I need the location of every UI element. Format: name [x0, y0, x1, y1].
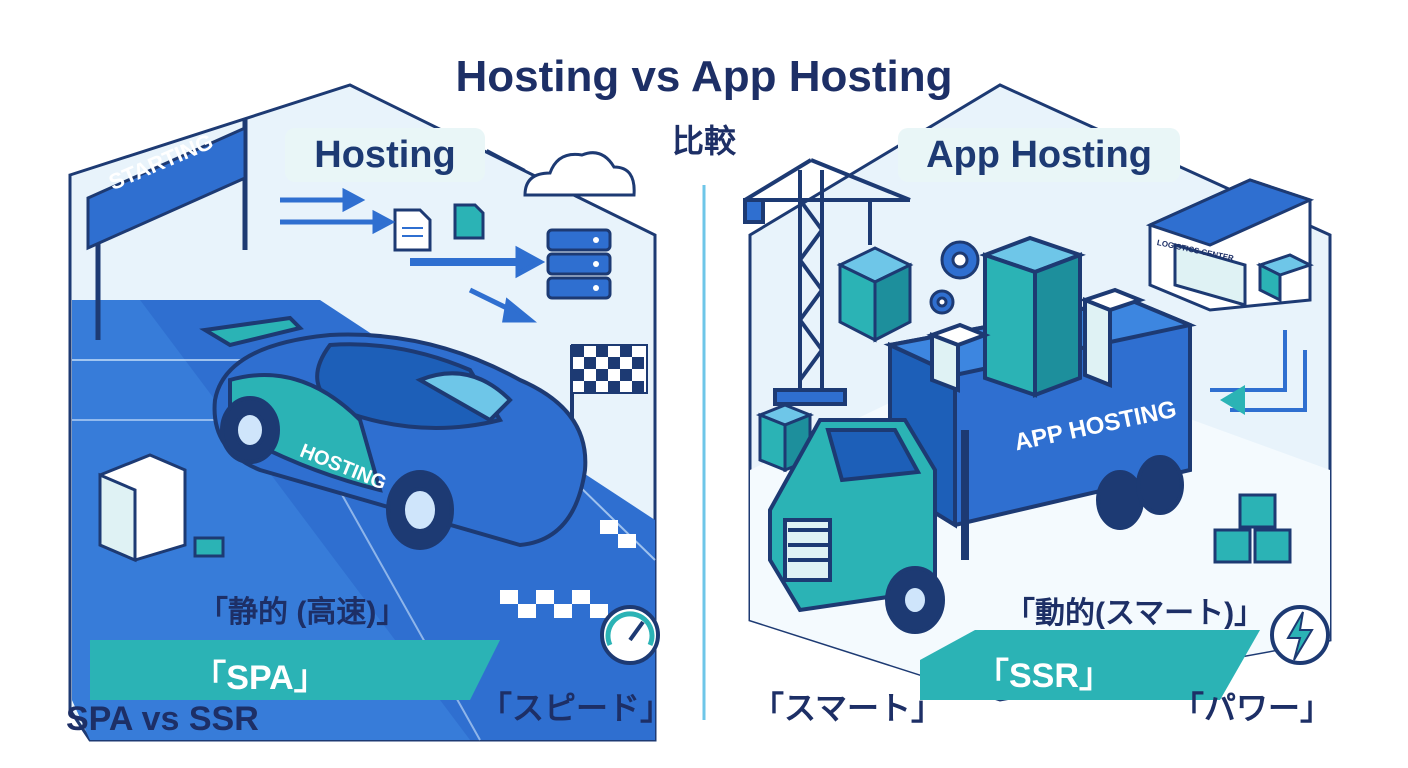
spa-band	[90, 640, 500, 700]
server-icon	[546, 228, 612, 300]
building-icon	[98, 453, 225, 563]
speed-label: 「スピード」	[480, 690, 673, 726]
track-lane	[72, 300, 470, 740]
dynamic-label: 「動的(スマート)」	[1005, 597, 1265, 630]
hanging-cube	[836, 246, 914, 343]
finish-line-checker	[500, 520, 636, 618]
transfer-arrows	[280, 187, 546, 323]
speedometer-icon	[600, 605, 660, 665]
document-icon	[393, 203, 485, 252]
truck-icon	[768, 235, 1197, 634]
smart-label: 「スマート」	[752, 690, 944, 726]
gear-icon	[929, 240, 980, 315]
cube-stack-icon	[1213, 493, 1292, 564]
right-panel	[743, 83, 1332, 702]
crane-icon	[743, 158, 911, 406]
checkered-flag-icon	[570, 344, 648, 420]
ssr-band	[920, 630, 1260, 700]
cloud-icon	[523, 151, 636, 197]
footer-label: SPA vs SSR	[66, 700, 259, 738]
flow-arrows	[1210, 330, 1307, 415]
warehouse-icon	[1145, 178, 1315, 312]
ssr-label: 「SSR」	[975, 657, 1113, 695]
page-subtitle: 比較	[671, 123, 736, 159]
sports-car	[199, 315, 588, 550]
starting-banner	[86, 118, 248, 340]
spa-label: 「SPA」	[192, 659, 328, 697]
static-label: 「静的 (高速)」	[198, 596, 407, 629]
hosting-label: Hosting	[285, 128, 485, 182]
power-label: 「パワー」	[1172, 690, 1333, 726]
app-hosting-label: App Hosting	[898, 128, 1180, 182]
page-title: Hosting vs App Hosting	[455, 52, 953, 101]
lightning-icon	[1270, 605, 1330, 665]
left-panel	[68, 83, 660, 742]
